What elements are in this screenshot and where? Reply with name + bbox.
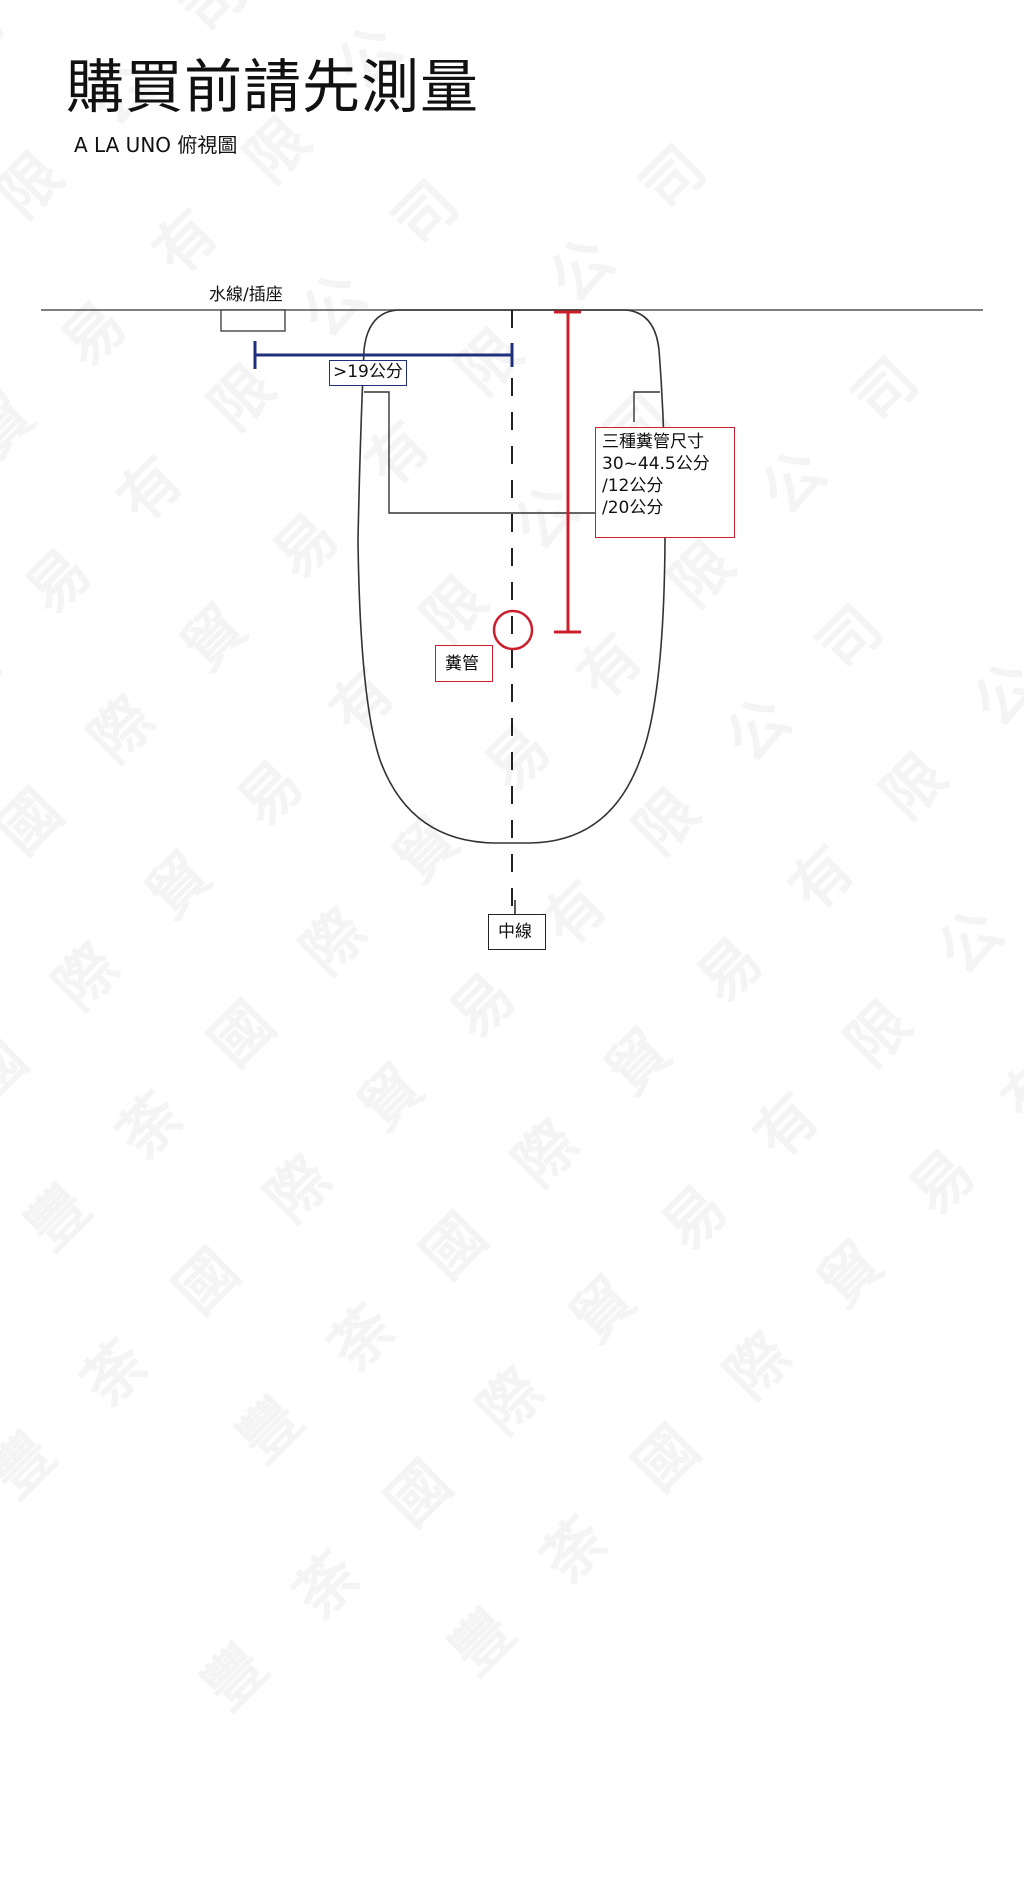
pipe-sizes-line3: /20公分 (602, 498, 664, 518)
water-outlet-box (220, 309, 286, 332)
pipe-sizes-line1: 30~44.5公分 (602, 454, 710, 474)
drain-pipe-label: 糞管 (435, 645, 493, 682)
water-outlet-label: 水線/插座 (209, 285, 283, 305)
page-title: 購買前請先測量 (66, 53, 480, 121)
pipe-sizes-label: 三種糞管尺寸 30~44.5公分 /12公分 /20公分 (595, 427, 735, 538)
min-distance-label: >19公分 (329, 360, 407, 386)
seat-bracket-right (633, 391, 660, 422)
toilet-top-view-diagram (41, 309, 983, 914)
seat-bracket-left (364, 391, 598, 514)
drain-pipe-circle (492, 609, 534, 651)
pipe-sizes-title: 三種糞管尺寸 (602, 432, 704, 452)
center-line-label: 中線 (488, 914, 546, 950)
pipe-sizes-line2: /12公分 (602, 476, 664, 496)
page-subtitle: A LA UNO 俯視圖 (74, 133, 238, 157)
